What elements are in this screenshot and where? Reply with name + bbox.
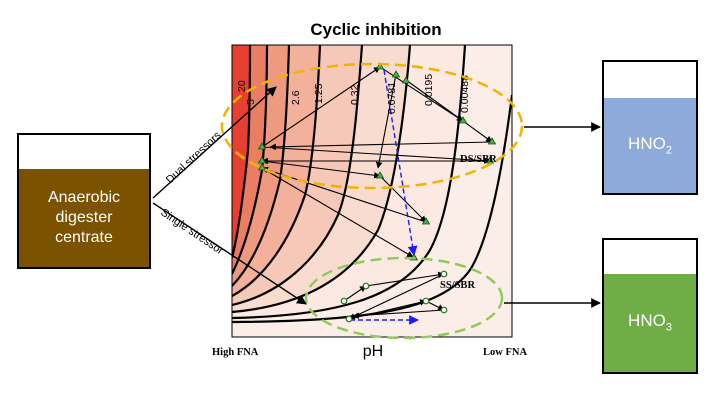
- hno2-subscript: 2: [665, 144, 672, 157]
- source-label-line: Anaerobic: [47, 189, 121, 206]
- curve-labels: 20 5 2.6 1.25 0.32 0.0781 0.0195 0.00488: [236, 74, 471, 114]
- hno3-tank: HNO3: [602, 238, 698, 374]
- diagram-title: Cyclic inhibition: [310, 20, 442, 39]
- curve-label: 5: [245, 99, 257, 105]
- fna-curve-1-25: [232, 45, 322, 297]
- dual-stressor-arrow: [152, 86, 277, 199]
- hno3-subscript: 3: [665, 321, 672, 334]
- ss-sbr-trajectories: [343, 271, 445, 320]
- dual-stressor-label: Dual stressors: [164, 129, 224, 186]
- source-tank-label: Anaerobic digester centrate: [48, 188, 120, 248]
- low-fna-label: Low FNA: [483, 347, 528, 358]
- curve-label: 20: [236, 80, 248, 92]
- curve-label: 2.6: [290, 90, 302, 105]
- fna-curve-0-00488: [232, 94, 512, 324]
- fna-curve-0-32: [232, 45, 364, 307]
- single-stressor-label: Single stressor: [158, 207, 225, 258]
- ds-sbr-trajectories: [261, 66, 493, 258]
- hno3-fill: HNO3: [604, 274, 696, 372]
- curve-label: 0.00488: [459, 75, 471, 113]
- hno3-label: HNO3: [628, 310, 672, 335]
- ph-axis-label: pH: [362, 343, 384, 360]
- centrate-fill: Anaerobic digester centrate: [19, 169, 149, 267]
- hno2-formula: HNO: [628, 133, 666, 153]
- source-label-line: centrate: [55, 229, 113, 246]
- high-fna-label: High FNA: [212, 347, 259, 358]
- dual-stressor-ellipse: [220, 62, 524, 190]
- curve-label: 0.0195: [423, 74, 435, 106]
- hno2-label: HNO2: [628, 133, 672, 158]
- ss-sample-points: [340, 270, 448, 323]
- fna-curve-0-0781: [232, 45, 412, 314]
- hno2-fill: HNO2: [604, 98, 696, 193]
- single-stressor-arrow: [152, 202, 307, 305]
- fna-curve-20: [232, 45, 252, 259]
- curve-label: 0.0781: [386, 82, 398, 114]
- hno3-formula: HNO: [628, 311, 666, 331]
- source-tank: Anaerobic digester centrate: [17, 133, 151, 269]
- fna-curve-2-6: [232, 45, 291, 287]
- curve-label: 1.25: [313, 83, 325, 104]
- curve-label: 0.32: [349, 84, 361, 105]
- fna-curve-plot: [232, 45, 512, 337]
- ss-sbr-label: SS/SBR: [440, 280, 475, 291]
- hno2-tank: HNO2: [602, 60, 698, 195]
- source-label-line: digester: [55, 209, 113, 226]
- ds-sbr-label: DS/SBR: [460, 154, 497, 165]
- ph-shift-arrow-ds: [383, 69, 418, 256]
